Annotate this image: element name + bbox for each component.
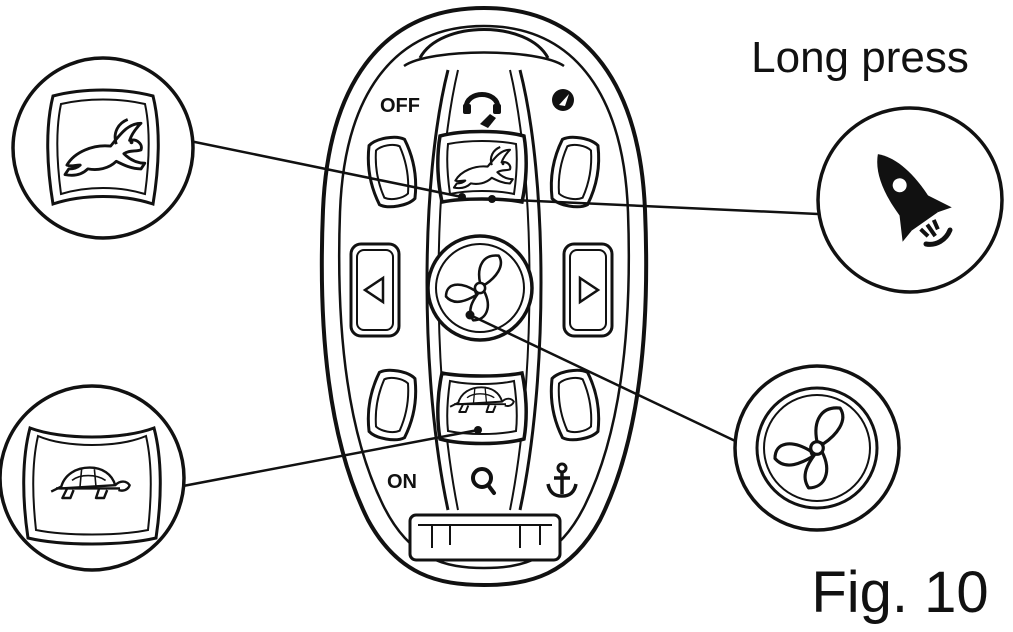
propeller-callout — [733, 364, 901, 532]
arrow-left-icon — [362, 275, 385, 305]
off-label: OFF — [380, 95, 420, 117]
leader-lines — [182, 138, 819, 488]
anchor-icon — [546, 462, 578, 498]
rocket-icon — [877, 154, 952, 242]
long-press-label: Long press — [751, 33, 969, 82]
autopilot-rocket-icon — [463, 92, 501, 128]
turtle-callout — [0, 384, 186, 572]
speed-down-button[interactable] — [436, 370, 528, 446]
arrow-right-icon — [578, 275, 601, 305]
left-arrow-button[interactable] — [349, 242, 401, 338]
rocket-callout — [816, 106, 1004, 294]
right-arrow-button[interactable] — [562, 242, 614, 338]
bottom-connector — [408, 513, 562, 562]
rabbit-callout — [11, 56, 195, 240]
speed-up-button[interactable] — [436, 129, 528, 205]
on-label: ON — [387, 471, 417, 493]
figure-caption: Fig. 10 — [811, 560, 988, 625]
compass-icon — [552, 89, 574, 111]
search-icon — [471, 467, 496, 495]
propeller-button[interactable] — [426, 234, 534, 342]
